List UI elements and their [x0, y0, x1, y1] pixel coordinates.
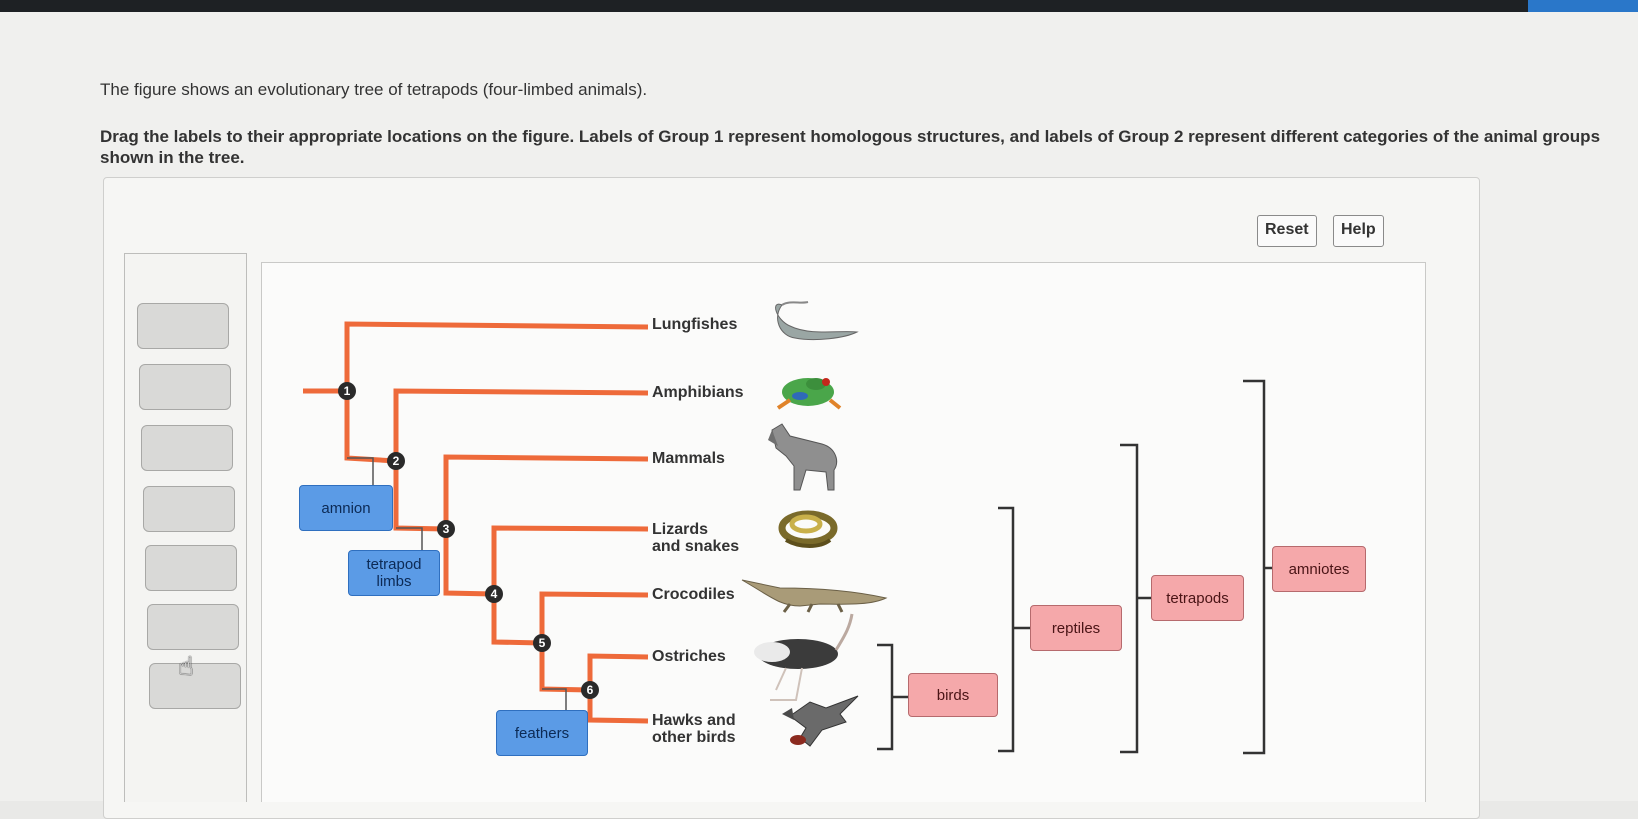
taxon-hawks: Hawks and other birds: [652, 712, 736, 746]
taxon-hawks-line1: Hawks and: [652, 712, 736, 729]
label-slot-4[interactable]: [143, 486, 235, 532]
intro-text: The figure shows an evolutionary tree of…: [100, 80, 648, 99]
label-slot-6[interactable]: [147, 604, 239, 650]
label-reptiles[interactable]: reptiles: [1030, 605, 1122, 651]
taxon-hawks-line2: other birds: [652, 729, 736, 746]
taxon-mammals: Mammals: [652, 450, 725, 467]
top-bar-accent: [1528, 0, 1638, 12]
label-slot-7[interactable]: [149, 663, 241, 709]
label-tetrapod-limbs-line1: tetrapod: [366, 556, 422, 573]
label-slot-5[interactable]: [145, 545, 237, 591]
label-tetrapod-limbs[interactable]: tetrapod limbs: [348, 550, 440, 596]
window-top-bar: [0, 0, 1638, 12]
label-slot-2[interactable]: [139, 364, 231, 410]
help-button[interactable]: Help: [1333, 215, 1384, 247]
label-feathers[interactable]: feathers: [496, 710, 588, 756]
reset-button[interactable]: Reset: [1257, 215, 1317, 247]
label-slot-1[interactable]: [137, 303, 229, 349]
label-slot-3[interactable]: [141, 425, 233, 471]
label-birds[interactable]: birds: [908, 673, 998, 717]
label-amniotes[interactable]: amniotes: [1272, 546, 1366, 592]
label-tetrapod-limbs-line2: limbs: [376, 573, 412, 590]
label-amnion[interactable]: amnion: [299, 485, 393, 531]
taxon-lizards-line1: Lizards: [652, 521, 709, 538]
taxon-ostriches: Ostriches: [652, 648, 726, 665]
taxon-lungfishes: Lungfishes: [652, 316, 738, 333]
label-tetrapods[interactable]: tetrapods: [1151, 575, 1244, 621]
hand-cursor-icon: ☝: [178, 651, 194, 681]
taxon-crocodiles: Crocodiles: [652, 586, 735, 603]
taxon-amphibians: Amphibians: [652, 384, 744, 401]
taxon-lizards: Lizards and snakes: [652, 521, 739, 555]
taxon-lizards-line2: and snakes: [652, 538, 740, 555]
instructions-text: Drag the labels to their appropriate loc…: [100, 127, 1601, 167]
tree-canvas: [261, 262, 1426, 802]
